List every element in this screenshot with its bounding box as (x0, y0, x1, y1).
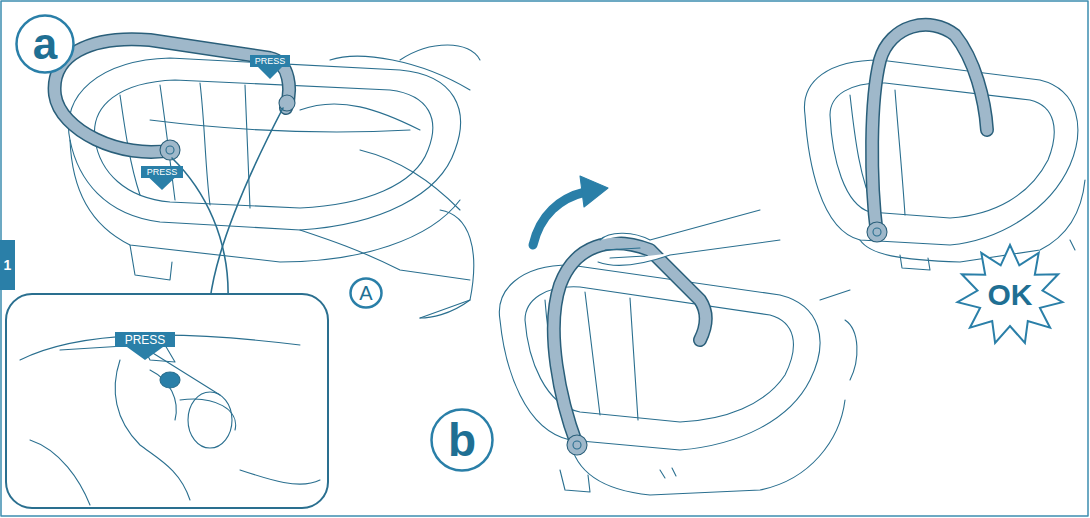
node-text: b (448, 417, 476, 463)
circle-outline (17, 16, 74, 73)
press-arrow: PRESS (141, 166, 183, 190)
step-letter: a (15, 14, 75, 74)
circle-outline (432, 410, 493, 471)
star-outline (958, 245, 1063, 343)
part-letter: A (349, 277, 383, 309)
node-text: PRESS (125, 334, 166, 346)
page-tab: 1 (0, 240, 15, 290)
ok-burst: OK (955, 243, 1065, 347)
node-text: PRESS (147, 168, 178, 177)
press-arrow: PRESS (115, 332, 175, 360)
node-text: PRESS (255, 57, 286, 66)
node-text: OK (988, 280, 1033, 310)
node-text: 1 (4, 258, 12, 272)
arrow-shape (250, 55, 290, 79)
node-text: A (359, 283, 372, 303)
arrow-shape (115, 332, 175, 360)
node-text: a (33, 22, 57, 66)
tab-shape (0, 240, 15, 290)
circle-outline (351, 279, 382, 308)
step-letter: b (430, 408, 494, 472)
press-arrow: PRESS (250, 55, 290, 79)
arrow-shape (141, 166, 183, 190)
